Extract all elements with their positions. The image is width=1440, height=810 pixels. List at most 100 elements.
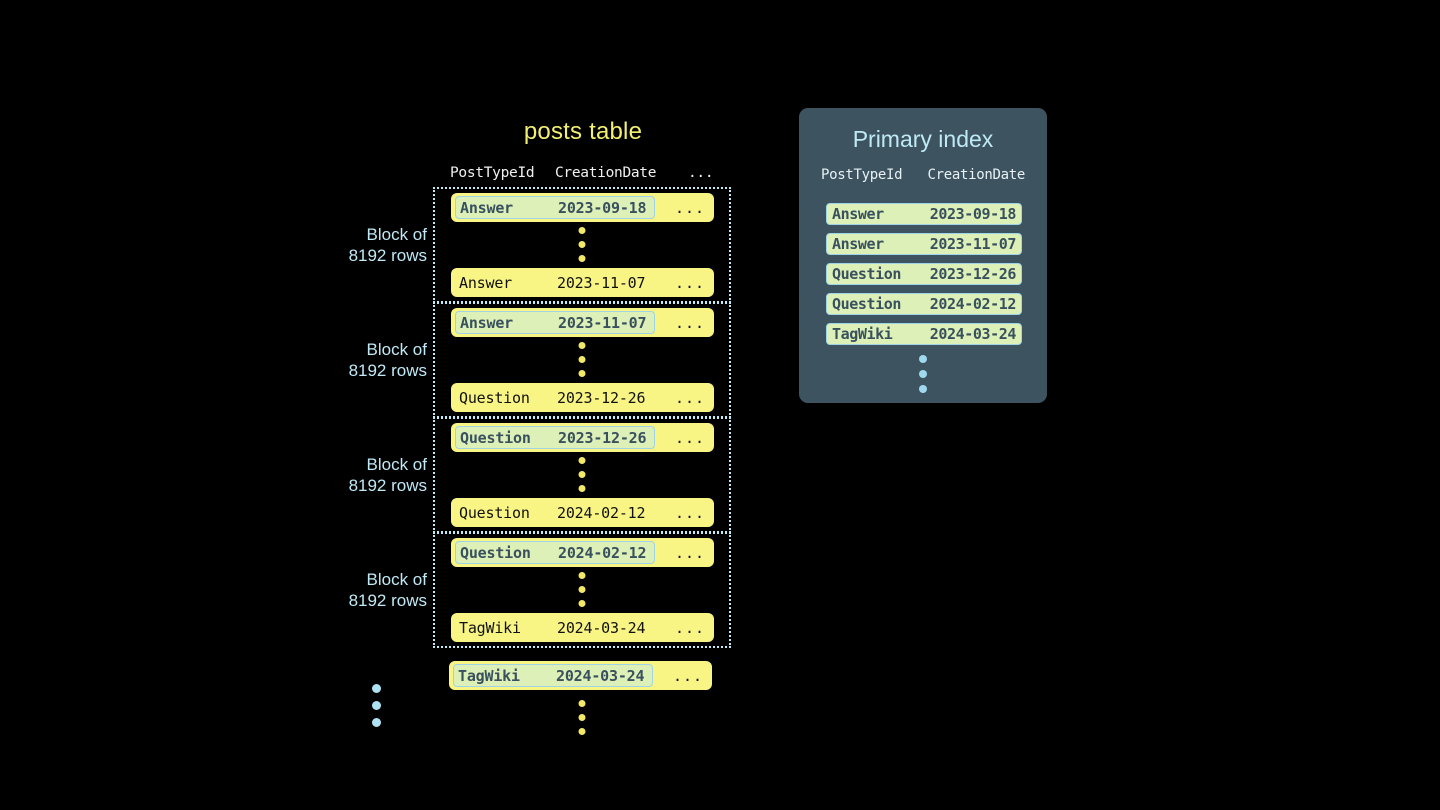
cell-creationdate: 2023-12-26 [557, 388, 646, 407]
index-row[interactable]: TagWiki 2024-03-24 [826, 323, 1022, 345]
primary-index-rows: Answer 2023-09-18 Answer 2023-11-07 Ques… [826, 203, 1022, 353]
primary-index-column-headers: PostTypeId CreationDate [821, 167, 1025, 183]
index-row[interactable]: Answer 2023-11-07 [826, 233, 1022, 255]
cell-creationdate: 2024-02-12 [557, 503, 646, 522]
block-of-rows: Block of 8192 rows Question 2024-02-12 .… [349, 532, 731, 648]
table-row[interactable]: Question 2024-02-12 ... [451, 538, 714, 567]
cell-creationdate: 2023-09-18 [929, 205, 1017, 223]
cell-creationdate: 2024-03-24 [556, 666, 645, 685]
row-highlight: Answer 2023-11-07 [455, 311, 655, 334]
cell-posttypeid: Answer [832, 235, 884, 253]
dot-icon [578, 572, 586, 579]
block-of-rows: Block of 8192 rows Answer 2023-09-18 ...… [349, 187, 731, 303]
cell-creationdate: 2024-02-12 [929, 295, 1017, 313]
dot-icon [919, 385, 927, 393]
dot-icon [578, 714, 586, 721]
posts-table-figure: posts table PostTypeId CreationDate ... … [330, 118, 740, 738]
row-content: Question 2024-02-12 [455, 501, 655, 524]
cell-posttypeid: TagWiki [458, 666, 520, 685]
dot-icon [372, 718, 381, 727]
column-header-posttypeid: PostTypeId [821, 167, 903, 183]
dot-icon [578, 356, 586, 363]
primary-index-title: Primary index [852, 126, 994, 152]
table-row[interactable]: Answer 2023-11-07 ... [451, 308, 714, 337]
dot-icon [578, 728, 586, 735]
posts-table-column-headers: PostTypeId CreationDate ... [450, 165, 722, 181]
cell-more: ... [675, 618, 706, 637]
cell-more: ... [675, 503, 706, 522]
table-row[interactable]: Answer 2023-09-18 ... [451, 193, 714, 222]
cell-creationdate: 2023-11-07 [929, 235, 1017, 253]
vertical-ellipsis-icon [578, 227, 586, 262]
dot-icon [919, 370, 927, 378]
cell-more: ... [675, 198, 706, 217]
block-label: Block of 8192 rows [348, 455, 427, 495]
table-row[interactable]: Question 2024-02-12 ... [451, 498, 714, 527]
cell-posttypeid: Answer [460, 313, 513, 332]
primary-index-panel: Primary index PostTypeId CreationDate An… [799, 108, 1047, 403]
block-label: Block of 8192 rows [348, 340, 427, 380]
vertical-ellipsis-icon [578, 457, 586, 492]
blocks-stack: Block of 8192 rows Answer 2023-09-18 ...… [349, 187, 731, 648]
row-content: Answer 2023-11-07 [455, 271, 655, 294]
row-highlight: Question 2024-02-12 [455, 541, 655, 564]
cell-more: ... [675, 428, 706, 447]
cell-more: ... [675, 543, 706, 562]
cell-creationdate: 2023-11-07 [558, 313, 647, 332]
row-content: TagWiki 2024-03-24 [455, 616, 655, 639]
dot-icon [578, 586, 586, 593]
dot-icon [578, 471, 586, 478]
dot-icon [578, 342, 586, 349]
dot-icon [578, 700, 586, 707]
cell-creationdate: 2023-11-07 [557, 273, 646, 292]
table-row[interactable]: TagWiki 2024-03-24 ... [449, 661, 712, 690]
page-title: posts table [523, 118, 643, 145]
row-content: Question 2023-12-26 [455, 386, 655, 409]
cell-posttypeid: TagWiki [459, 618, 521, 637]
table-row[interactable]: Question 2023-12-26 ... [451, 383, 714, 412]
cell-creationdate: 2024-02-12 [558, 543, 647, 562]
dot-icon [578, 457, 586, 464]
index-row[interactable]: Answer 2023-09-18 [826, 203, 1022, 225]
cell-creationdate: 2024-03-24 [557, 618, 646, 637]
cell-posttypeid: Answer [832, 205, 884, 223]
index-row[interactable]: Question 2023-12-26 [826, 263, 1022, 285]
cell-more: ... [675, 388, 706, 407]
table-row[interactable]: TagWiki 2024-03-24 ... [451, 613, 714, 642]
cell-posttypeid: Question [460, 428, 531, 447]
cell-posttypeid: Question [832, 295, 902, 313]
index-continuation-ellipsis-icon [919, 355, 927, 393]
cell-posttypeid: Answer [459, 273, 512, 292]
cell-creationdate: 2024-03-24 [929, 325, 1017, 343]
dot-icon [372, 701, 381, 710]
trailing-row-group: TagWiki 2024-03-24 ... [433, 661, 731, 741]
dot-icon [919, 355, 927, 363]
dot-icon [578, 600, 586, 607]
blocks-continuation-ellipsis-icon [372, 684, 381, 727]
dot-icon [372, 684, 381, 693]
vertical-ellipsis-icon [578, 700, 586, 735]
dot-icon [578, 255, 586, 262]
cell-posttypeid: Question [459, 503, 530, 522]
column-header-creationdate: CreationDate [927, 167, 1025, 183]
dot-icon [578, 485, 586, 492]
cell-more: ... [675, 273, 706, 292]
vertical-ellipsis-icon [578, 342, 586, 377]
cell-posttypeid: Question [832, 265, 902, 283]
cell-creationdate: 2023-12-26 [929, 265, 1017, 283]
row-highlight: Question 2023-12-26 [455, 426, 655, 449]
column-header-more: ... [688, 165, 714, 181]
block-of-rows: Block of 8192 rows Answer 2023-11-07 ...… [349, 302, 731, 418]
dot-icon [578, 227, 586, 234]
cell-creationdate: 2023-12-26 [558, 428, 647, 447]
table-row[interactable]: Question 2023-12-26 ... [451, 423, 714, 452]
index-row[interactable]: Question 2024-02-12 [826, 293, 1022, 315]
dot-icon [578, 241, 586, 248]
row-highlight: TagWiki 2024-03-24 [453, 664, 653, 687]
cell-posttypeid: Question [460, 543, 531, 562]
table-row[interactable]: Answer 2023-11-07 ... [451, 268, 714, 297]
block-of-rows: Block of 8192 rows Question 2023-12-26 .… [349, 417, 731, 533]
column-header-creationdate: CreationDate [555, 165, 657, 181]
cell-more: ... [675, 313, 706, 332]
block-label: Block of 8192 rows [348, 570, 427, 610]
